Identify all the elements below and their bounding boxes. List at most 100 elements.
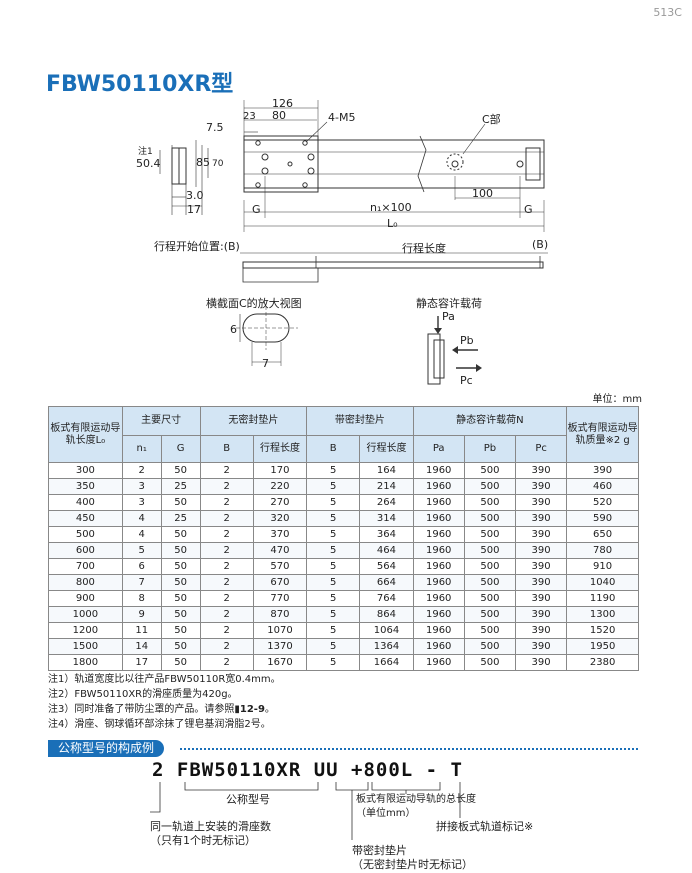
subheader-g: G	[160, 435, 201, 463]
table-cell: 1200	[48, 622, 123, 639]
table-cell: 2	[199, 590, 254, 607]
load-block-icon	[427, 333, 441, 385]
table-cell: 5	[306, 622, 361, 639]
table-cell: 5	[306, 574, 361, 591]
table-cell: 5	[306, 542, 361, 559]
table-cell: 2	[121, 462, 162, 479]
table-cell: 1664	[359, 654, 414, 671]
c-part-label: C部	[482, 113, 501, 126]
book-icon: ▮	[234, 704, 240, 715]
table-cell: 764	[359, 590, 414, 607]
note-2: 注2）FBW50110XR的滑座质量为420g。	[48, 689, 238, 700]
label-count: 同一轨道上安装的滑座数	[150, 820, 271, 833]
table-cell: 5	[306, 558, 361, 575]
stroke-length-label: 行程长度	[402, 242, 446, 255]
table-cell: 390	[514, 542, 568, 559]
table-cell: 2	[199, 558, 254, 575]
label-length-unit: （单位mm）	[356, 808, 416, 819]
slider-block	[243, 135, 319, 193]
table-cell: 390	[514, 526, 568, 543]
table-cell: 500	[463, 542, 517, 559]
table-cell: 590	[566, 510, 639, 527]
section-c-label: 横截面C的放大视图	[206, 297, 302, 310]
table-cell: 2380	[566, 654, 639, 671]
stroke-view-rail	[242, 261, 544, 269]
g-left: G	[252, 203, 261, 216]
table-cell: 1960	[412, 462, 465, 479]
subheader-pb: Pb	[463, 435, 517, 463]
table-cell: 700	[48, 558, 123, 575]
dim-7: 7	[262, 357, 269, 370]
note-3-ref: 12-9	[239, 704, 265, 715]
table-cell: 370	[252, 526, 308, 543]
table-cell: 3	[121, 478, 162, 495]
pb-label: Pb	[460, 334, 474, 347]
table-cell: 2	[199, 654, 254, 671]
table-cell: 1960	[412, 574, 465, 591]
table-cell: 500	[463, 494, 517, 511]
note1-mark: 注1	[138, 147, 153, 157]
table-cell: 1960	[412, 606, 465, 623]
header-mass: 板式有限运动导轨质量※2 g	[566, 406, 639, 463]
table-cell: 50	[160, 654, 201, 671]
dim-17: 17	[187, 203, 201, 216]
table-cell: 5	[306, 462, 361, 479]
table-cell: 17	[121, 654, 162, 671]
table-cell: 364	[359, 526, 414, 543]
dim-23: 23	[243, 111, 256, 122]
page-title: FBW50110XR型	[46, 72, 234, 97]
page-number: 513C	[653, 6, 682, 19]
table-cell: 1370	[252, 638, 308, 655]
pa-label: Pa	[442, 310, 455, 323]
table-cell: 50	[160, 526, 201, 543]
label-seal-note: （无密封垫片时无标记）	[352, 858, 473, 871]
table-cell: 1190	[566, 590, 639, 607]
note-1: 注1）轨道宽度比以往产品FBW50110R宽0.4mm。	[48, 674, 281, 685]
table-cell: 390	[514, 622, 568, 639]
subheader-n1: n₁	[121, 435, 162, 463]
pc-label: Pc	[460, 374, 473, 387]
table-cell: 1960	[412, 590, 465, 607]
table-cell: 300	[48, 462, 123, 479]
header-length: 板式有限运动导轨长度L₀	[48, 406, 123, 463]
table-cell: 400	[48, 494, 123, 511]
spec-table: 板式有限运动导轨长度L₀ 主要尺寸 无密封垫片 带密封垫片 静态容许载荷N 板式…	[48, 406, 639, 671]
table-cell: 214	[359, 478, 414, 495]
table-cell: 2	[199, 542, 254, 559]
unit-label: 单位：mm	[592, 394, 642, 405]
table-cell: 650	[566, 526, 639, 543]
table-cell: 2	[199, 606, 254, 623]
table-cell: 1950	[566, 638, 639, 655]
dim-100: 100	[472, 187, 493, 200]
static-load-label: 静态容许载荷	[416, 297, 482, 310]
table-cell: 50	[160, 638, 201, 655]
dim-80: 80	[272, 109, 286, 122]
dim-7-5: 7.5	[206, 121, 224, 134]
table-cell: 390	[514, 590, 568, 607]
table-cell: 2	[199, 622, 254, 639]
subheader-b: B	[199, 435, 254, 463]
note-3-end: 。	[264, 704, 275, 715]
table-cell: 1520	[566, 622, 639, 639]
table-cell: 25	[160, 510, 201, 527]
table-cell: 1960	[412, 654, 465, 671]
table-cell: 164	[359, 462, 414, 479]
table-cell: 500	[463, 478, 517, 495]
table-cell: 14	[121, 638, 162, 655]
table-cell: 270	[252, 494, 308, 511]
table-cell: 500	[463, 606, 517, 623]
pitch-label: n₁×100	[370, 201, 412, 214]
table-cell: 2	[199, 510, 254, 527]
hole-label: 4-M5	[328, 111, 356, 124]
table-cell: 50	[160, 462, 201, 479]
table-cell: 5	[306, 654, 361, 671]
table-cell: 500	[463, 590, 517, 607]
